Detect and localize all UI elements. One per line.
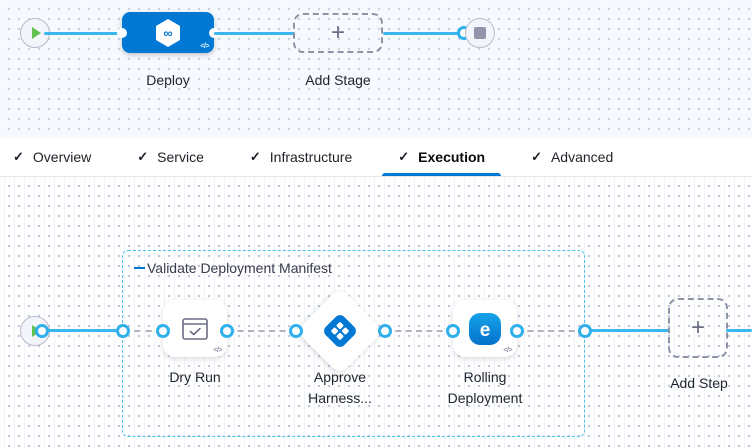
step-node-rolling-deployment[interactable]: e </>: [453, 300, 517, 357]
plus-icon: +: [330, 19, 345, 46]
stage-canvas: ∞ </> Deploy + Add Stage: [0, 0, 752, 138]
connector-ring: [35, 324, 49, 338]
step-label-approve: Approve Harness...: [308, 369, 372, 406]
connector-ring: [220, 324, 234, 338]
connector-ring: [289, 324, 303, 338]
yaml-code-icon[interactable]: </>: [200, 43, 209, 50]
tab-advanced[interactable]: ✓ Advanced: [531, 138, 613, 176]
edge-group-addstep: [585, 329, 670, 332]
rolling-deployment-icon: e: [469, 312, 501, 345]
plus-icon: +: [690, 314, 705, 341]
check-icon: ✓: [531, 149, 542, 164]
edge-approve-rolling: [385, 330, 453, 332]
edge-start-deploy: [44, 32, 124, 35]
add-stage-button[interactable]: +: [293, 13, 383, 53]
deploy-stage-label: Deploy: [146, 72, 190, 88]
tab-label: Infrastructure: [269, 149, 353, 165]
connector-ring: [446, 324, 460, 338]
tab-label: Service: [157, 149, 204, 165]
edge-rolling-groupend: [517, 330, 585, 332]
check-icon: ✓: [398, 149, 410, 164]
step-label-dry-run: Dry Run: [169, 369, 221, 385]
active-tab-underline: [382, 173, 502, 176]
edge-addstep-out: [726, 329, 752, 332]
stage-node-deploy[interactable]: ∞ </>: [122, 12, 214, 53]
harness-cd-icon: ∞: [156, 18, 180, 47]
svg-text:e: e: [480, 320, 491, 341]
connector-ring: [578, 324, 592, 338]
add-stage-label: Add Stage: [305, 72, 371, 88]
connector-ring: [510, 324, 524, 338]
tab-label: Overview: [32, 149, 92, 165]
check-icon: ✓: [249, 149, 261, 164]
group-title-text: Validate Deployment Manifest: [147, 260, 332, 276]
connector-ring: [378, 324, 392, 338]
step-label-rolling-deployment: Rolling Deployment: [447, 369, 523, 406]
play-icon: [32, 27, 41, 39]
edge-dryrun-approve: [227, 330, 296, 332]
pipeline-end-node[interactable]: [465, 18, 495, 48]
deploy-left-port: [117, 28, 127, 38]
edge-group-dryrun: [123, 330, 163, 332]
connector-ring: [156, 324, 170, 338]
svg-text:∞: ∞: [163, 25, 172, 40]
tab-execution[interactable]: ✓ Execution: [382, 138, 502, 176]
tab-label: Execution: [418, 149, 486, 165]
tab-service[interactable]: ✓ Service: [137, 138, 204, 176]
execution-canvas: Validate Deployment Manifest </> Dry Run: [0, 177, 752, 448]
step-group-title: Validate Deployment Manifest: [134, 260, 332, 276]
edge-addstage-end: [383, 32, 461, 35]
check-icon: ✓: [13, 149, 24, 164]
dry-run-checklist-icon: [182, 317, 208, 340]
edge-deploy-addstage: [214, 32, 295, 35]
tab-infrastructure[interactable]: ✓ Infrastructure: [250, 138, 352, 176]
check-icon: ✓: [137, 149, 149, 164]
step-group-box[interactable]: [122, 250, 585, 437]
connector-ring: [116, 324, 130, 338]
group-dash-icon: [134, 267, 145, 269]
yaml-code-icon[interactable]: </>: [213, 347, 222, 354]
add-step-label: Add Step: [670, 375, 728, 391]
edge-start-group: [44, 329, 123, 332]
step-node-dry-run[interactable]: </>: [163, 300, 227, 357]
stage-config-tabs: ✓ Overview ✓ Service ✓ Infrastructure ✓ …: [0, 138, 752, 177]
stop-icon: [474, 27, 486, 39]
add-step-button[interactable]: +: [668, 298, 728, 358]
tab-label: Advanced: [550, 149, 614, 165]
yaml-code-icon[interactable]: </>: [503, 347, 512, 354]
tab-overview[interactable]: ✓ Overview: [13, 138, 91, 176]
